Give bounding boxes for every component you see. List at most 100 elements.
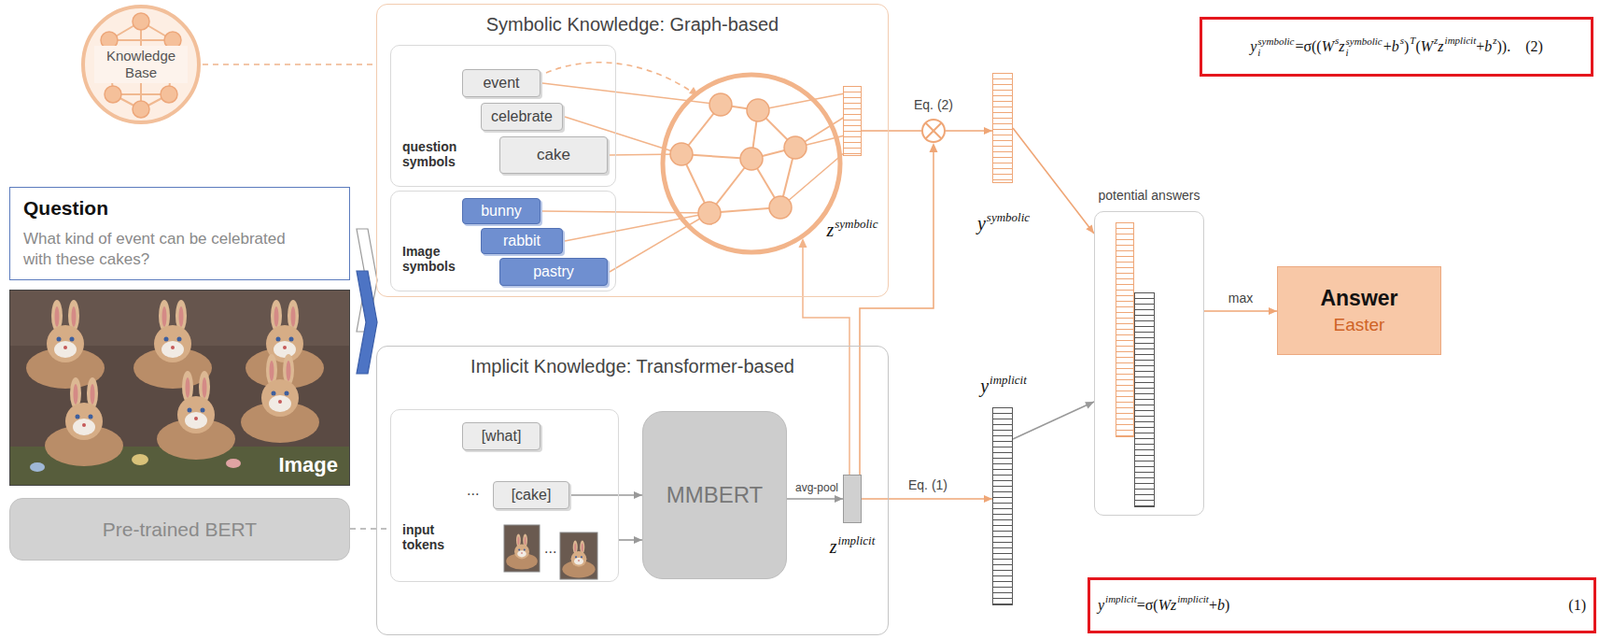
node-text: ) — [1403, 38, 1409, 56]
node-text: symbolic — [986, 210, 1030, 225]
cake-photo — [9, 289, 351, 486]
script-stack: symbolici — [1257, 36, 1294, 58]
graph-node — [132, 13, 150, 30]
connector-line — [202, 63, 377, 66]
flow-chevron — [356, 270, 378, 374]
graph-node — [132, 100, 150, 118]
output-vector: yimplicit — [970, 375, 1037, 620]
node-text: + — [1475, 38, 1485, 56]
cake-photo — [156, 370, 236, 460]
connector — [618, 535, 643, 544]
symbol-card: cake — [499, 136, 608, 174]
node-text: implicit — [1105, 592, 1137, 604]
node-text: Image — [278, 452, 338, 478]
token-card: [what] — [462, 421, 541, 450]
image-patch — [505, 533, 538, 570]
vector-label: zimplicit — [819, 535, 885, 558]
vector-label: yimplicit — [970, 375, 1037, 397]
cake-photo — [44, 377, 124, 466]
edge-label: Eq. (1) — [906, 477, 950, 492]
question-box: QuestionWhat kind of event can be celebr… — [9, 186, 351, 281]
score-vector — [1134, 292, 1155, 507]
node-text: ( — [1415, 38, 1420, 56]
node-text: MMBERT — [666, 481, 764, 508]
vector-label: zsymbolic — [819, 219, 885, 241]
node-text: W — [1420, 38, 1433, 56]
vector-bar — [992, 72, 1013, 183]
node-text: implicit — [838, 533, 876, 548]
feedback-wire — [929, 142, 939, 153]
node-text: z — [1170, 596, 1177, 614]
output-vector: ysymbolic — [970, 72, 1037, 246]
multiply-node — [922, 119, 945, 142]
node-text: z — [826, 219, 834, 240]
symbol-group: Image symbolsbunnyrabbitpastry — [390, 190, 617, 292]
arrowhead — [1084, 401, 1095, 408]
node-text: y — [1249, 38, 1257, 56]
answer-pool: potential answers — [1085, 186, 1213, 520]
connector — [202, 64, 377, 66]
knowledge-graph — [609, 212, 710, 272]
node-text: [cake] — [511, 486, 552, 504]
node-text: input tokens — [402, 521, 472, 552]
node-text: bunny — [480, 202, 522, 220]
vector-bar — [842, 474, 862, 523]
vector-label: ysymbolic — [970, 212, 1037, 235]
cake-photo — [26, 299, 105, 389]
connector-line — [1204, 309, 1278, 312]
node-text: Question — [23, 196, 109, 220]
node-text: T — [1409, 34, 1416, 46]
node-text: Implicit Knowledge: Transformer-based — [377, 355, 888, 378]
multiply-node — [926, 123, 942, 140]
graph-node — [104, 85, 122, 103]
feedback-wire — [859, 151, 934, 475]
connector-line — [1012, 401, 1095, 439]
connector — [786, 494, 843, 503]
node-text: Easter — [1333, 314, 1386, 336]
model-box: MMBERT — [642, 410, 787, 579]
arrowhead — [983, 494, 993, 503]
node-text: What kind of event can be celebrated wit… — [23, 228, 304, 270]
symbol-card: celebrate — [480, 102, 563, 131]
node-text: [what] — [481, 427, 522, 445]
token-card: [cake] — [492, 480, 570, 509]
edge-label: avg-pool — [793, 480, 841, 494]
node-text: b — [1484, 38, 1492, 56]
node-text: (2) — [1525, 38, 1544, 56]
image-symbol-card: bunny — [462, 197, 541, 225]
knowledge-lookup-arrow — [546, 62, 693, 93]
knowledge-graph — [542, 210, 710, 213]
cake-photo — [29, 462, 45, 472]
feedback-wire — [802, 246, 850, 475]
node-text: )). — [1497, 38, 1512, 56]
node-text: cake — [536, 145, 571, 165]
node-text: i — [1257, 47, 1261, 59]
feedback-wire — [799, 238, 808, 248]
node-text: y — [980, 375, 989, 396]
node-text: z — [1433, 34, 1438, 46]
node-text: (1) — [1568, 596, 1586, 614]
connector — [1012, 401, 1095, 439]
node-text: implicit — [1177, 592, 1209, 604]
node-text: z — [1437, 38, 1444, 56]
node-text: celebrate — [491, 108, 553, 126]
node-text: y — [977, 212, 986, 234]
score-vector — [1115, 222, 1135, 437]
connector — [861, 494, 993, 503]
node-text: s — [1400, 34, 1404, 46]
node-text: y — [1097, 596, 1105, 614]
node-text: symbolic — [1346, 36, 1383, 48]
node-text: ) — [1224, 596, 1230, 614]
node-text: z — [829, 535, 838, 557]
node-text: W — [1321, 38, 1334, 56]
image-patch — [504, 524, 540, 572]
node-text: Pre-trained BERT — [102, 518, 257, 541]
connector-line — [861, 497, 993, 500]
node-text: implicit — [989, 372, 1027, 387]
edge-label: max — [1226, 290, 1255, 306]
cake-photo — [133, 299, 212, 389]
knowledge-graph — [769, 196, 792, 219]
multiply-node — [926, 123, 942, 140]
node-text: symbolic — [1257, 36, 1294, 48]
node-text: Knowledge Base — [94, 45, 188, 84]
